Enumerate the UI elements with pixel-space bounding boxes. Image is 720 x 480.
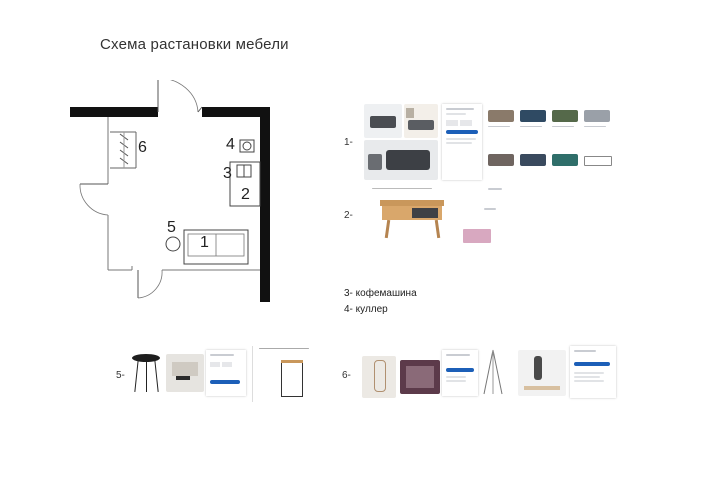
door-left-arc bbox=[79, 183, 109, 216]
legend-item-3: 3- кофемашина bbox=[344, 288, 417, 299]
page-title: Схема растановки мебели bbox=[100, 36, 289, 53]
plan-number-5: 5 bbox=[167, 219, 176, 236]
counter bbox=[229, 161, 261, 207]
side-table bbox=[165, 236, 181, 252]
sofa-grid-caption bbox=[488, 188, 502, 190]
sofa-outline-drawing bbox=[584, 156, 612, 166]
side-table-photo bbox=[166, 354, 204, 392]
plan-number-1: 1 bbox=[200, 234, 209, 251]
cooler-box bbox=[239, 139, 255, 153]
side-table-product-card bbox=[206, 350, 246, 396]
sofa-photo-1 bbox=[364, 104, 402, 138]
small-caption bbox=[484, 208, 496, 210]
sofa-swatch-taupe bbox=[488, 154, 514, 166]
row-label-5: 5- bbox=[116, 370, 125, 381]
sofa-swatch-grey bbox=[584, 110, 610, 122]
sofa bbox=[183, 229, 249, 265]
sofa-collage bbox=[364, 104, 484, 182]
door-top-arc bbox=[169, 80, 199, 113]
side-table-alt bbox=[252, 346, 313, 402]
wall-hanger-photo bbox=[518, 350, 566, 396]
door-bottom-arc bbox=[137, 269, 163, 299]
legend-item-4: 4- куллер bbox=[344, 304, 388, 315]
hanger-rail bbox=[119, 132, 129, 168]
wall-right bbox=[260, 107, 270, 302]
wall-top-left bbox=[70, 107, 158, 117]
plan-number-4: 4 bbox=[226, 136, 235, 153]
row-label-6: 6- bbox=[342, 370, 351, 381]
coffee-table-image bbox=[372, 188, 462, 244]
plan-number-3: 3 bbox=[223, 165, 232, 182]
sofa-color-grid bbox=[488, 110, 618, 182]
hanger-photo-1 bbox=[362, 356, 396, 398]
sofa-photo-3 bbox=[364, 140, 438, 180]
plan-number-2: 2 bbox=[241, 186, 250, 203]
hanger-photo-2 bbox=[400, 360, 440, 394]
row-label-1: 1- bbox=[344, 137, 353, 148]
sofa-swatch-slate bbox=[520, 154, 546, 166]
wall-hanger-product-card bbox=[570, 346, 616, 398]
sofa-swatch-brown bbox=[488, 110, 514, 122]
floor-plan: 6 4 3 2 1 5 bbox=[70, 80, 270, 302]
price-badge bbox=[463, 229, 491, 243]
sofa-swatch-teal bbox=[552, 154, 578, 166]
sofa-swatch-navy bbox=[520, 110, 546, 122]
coat-stand-drawing bbox=[483, 349, 503, 395]
sofa-swatch-green bbox=[552, 110, 578, 122]
side-table-image bbox=[130, 352, 164, 396]
plan-number-6: 6 bbox=[138, 139, 147, 156]
sofa-photo-2 bbox=[404, 104, 438, 138]
buy-button bbox=[446, 130, 478, 134]
sofa-product-card bbox=[442, 104, 482, 180]
legend: 3- кофемашина 4- куллер bbox=[344, 286, 417, 318]
row-label-2: 2- bbox=[344, 210, 353, 221]
hanger-product-card bbox=[442, 350, 478, 396]
wall-top-right bbox=[202, 107, 270, 117]
